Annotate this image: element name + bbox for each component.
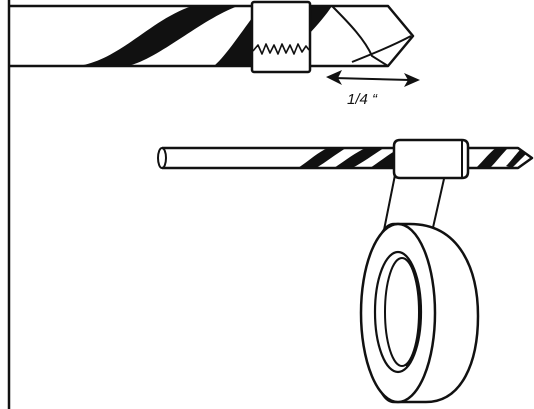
measurement-label: 1/4 “ [347, 91, 378, 108]
measurement-arrow [326, 70, 420, 87]
masking-tape-roll [359, 222, 480, 404]
drill-bit-closeup [10, 4, 415, 68]
drill-bit-with-tape [157, 146, 534, 170]
tape-depth-flag [392, 138, 470, 180]
tape-band-closeup [250, 0, 312, 74]
